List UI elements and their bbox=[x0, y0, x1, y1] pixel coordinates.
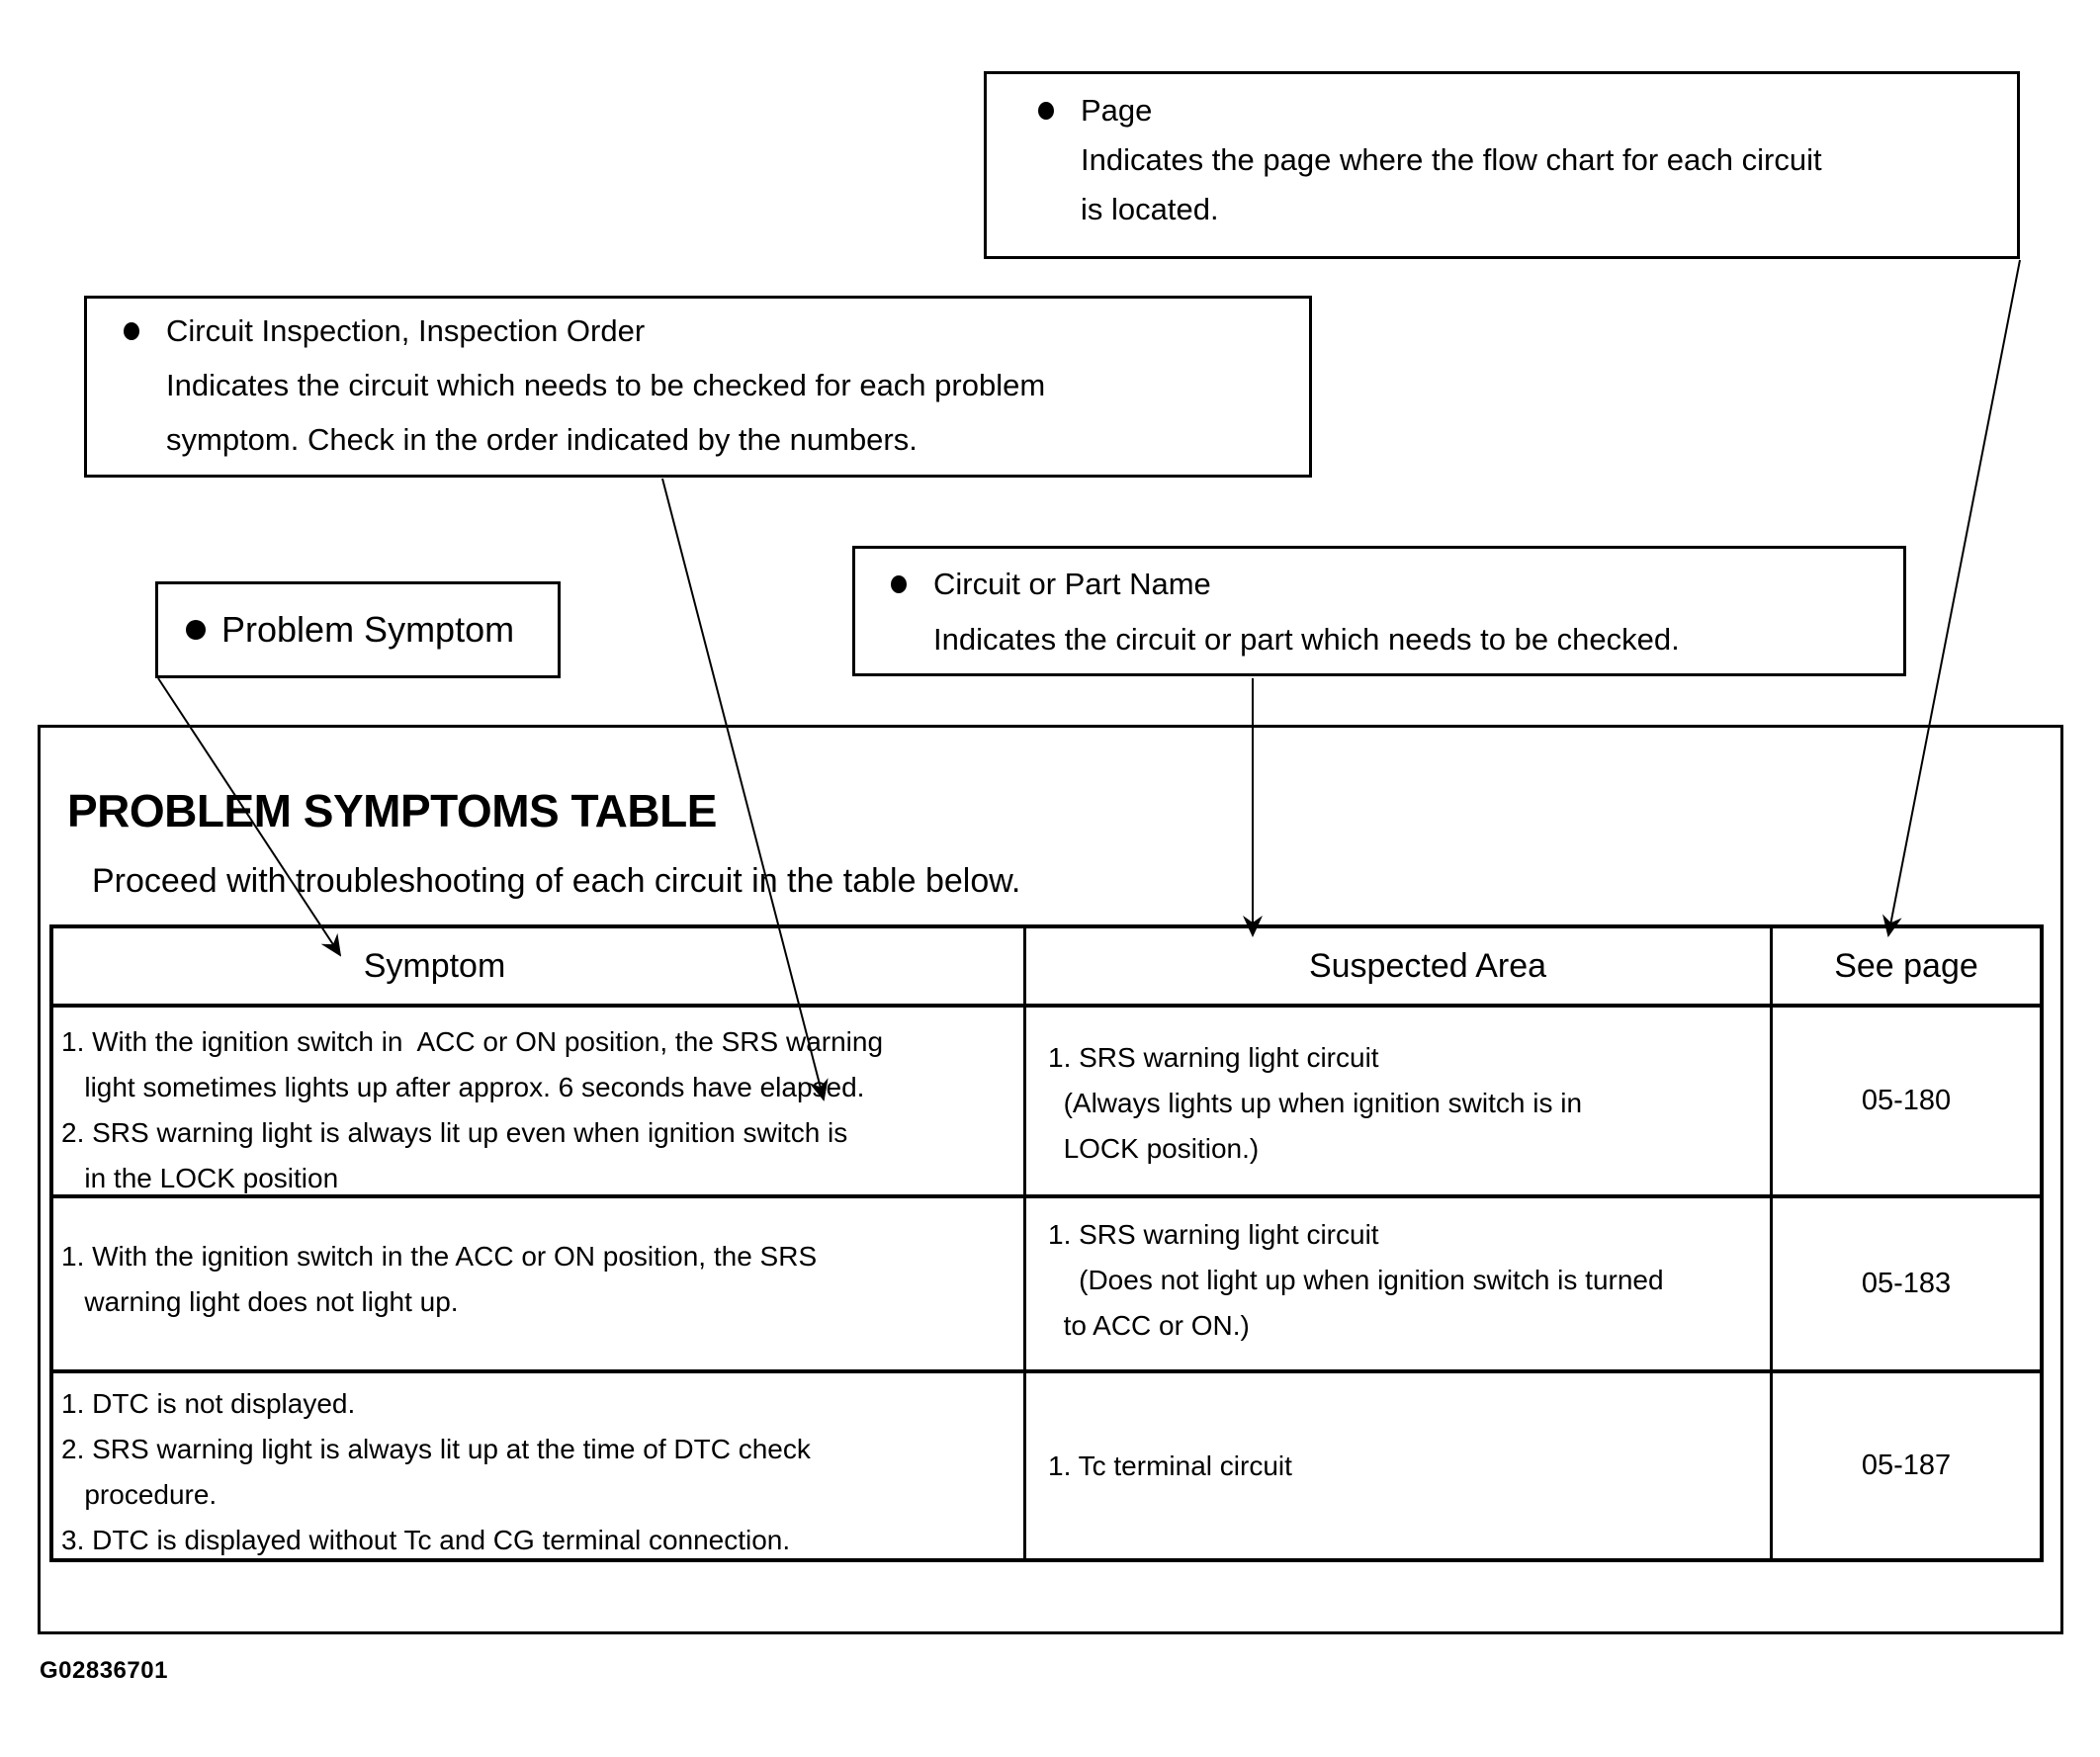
column-header-symptom: Symptom bbox=[53, 928, 1026, 1008]
table-row-1-symptom: 1. With the ignition switch in ACC or ON… bbox=[53, 1008, 1026, 1198]
callout-page: Page Indicates the page where the flow c… bbox=[984, 71, 2020, 259]
callout-circuit-inspection: Circuit Inspection, Inspection Order Ind… bbox=[84, 296, 1312, 478]
figure-code: G02836701 bbox=[40, 1657, 168, 1684]
callout-page-title: Page bbox=[1081, 93, 1153, 128]
problem-symptoms-section: PROBLEM SYMPTOMS TABLE Proceed with trou… bbox=[38, 725, 2063, 1634]
callout-problem-symptom: Problem Symptom bbox=[155, 581, 561, 678]
callout-circuit-or-part-name-title: Circuit or Part Name bbox=[933, 567, 1211, 601]
bullet-icon bbox=[891, 575, 907, 593]
bullet-icon bbox=[186, 620, 206, 640]
table-row-1-see-page: 05-180 bbox=[1773, 1008, 2040, 1198]
callout-page-title-row: Page bbox=[1038, 86, 1997, 135]
callout-circuit-inspection-title: Circuit Inspection, Inspection Order bbox=[166, 313, 646, 348]
bullet-icon bbox=[1038, 102, 1054, 120]
table-row-2-suspected-area: 1. SRS warning light circuit (Does not l… bbox=[1026, 1198, 1773, 1373]
column-header-see-page: See page bbox=[1773, 928, 2040, 1008]
page-title: PROBLEM SYMPTOMS TABLE bbox=[67, 785, 717, 836]
intro-text: Proceed with troubleshooting of each cir… bbox=[92, 862, 1021, 900]
table-row-3-symptom: 1. DTC is not displayed. 2. SRS warning … bbox=[53, 1373, 1026, 1558]
table-row-2-symptom: 1. With the ignition switch in the ACC o… bbox=[53, 1198, 1026, 1373]
bullet-icon bbox=[124, 321, 139, 340]
callout-circuit-or-part-name: Circuit or Part Name Indicates the circu… bbox=[852, 546, 1906, 676]
callout-circuit-or-part-name-description: Indicates the circuit or part which need… bbox=[933, 622, 1680, 657]
column-header-suspected-area: Suspected Area bbox=[1026, 928, 1773, 1008]
table-row-2-see-page: 05-183 bbox=[1773, 1198, 2040, 1373]
table-row-3-see-page: 05-187 bbox=[1861, 1450, 1952, 1481]
callout-circuit-inspection-title-row: Circuit Inspection, Inspection Order bbox=[124, 304, 1289, 358]
callout-problem-symptom-title: Problem Symptom bbox=[221, 609, 515, 650]
callout-circuit-inspection-description: Indicates the circuit which needs to be … bbox=[166, 368, 1046, 457]
callout-page-description: Indicates the page where the flow chart … bbox=[1081, 142, 1822, 226]
problem-symptoms-table: Symptom Suspected Area See page 1. With … bbox=[49, 924, 2044, 1562]
table-row-3-suspected-area: 1. Tc terminal circuit bbox=[1026, 1373, 1773, 1558]
callout-circuit-or-part-name-title-row: Circuit or Part Name bbox=[891, 557, 1883, 612]
table-row-1-suspected-area: 1. SRS warning light circuit (Always lig… bbox=[1026, 1008, 1773, 1198]
